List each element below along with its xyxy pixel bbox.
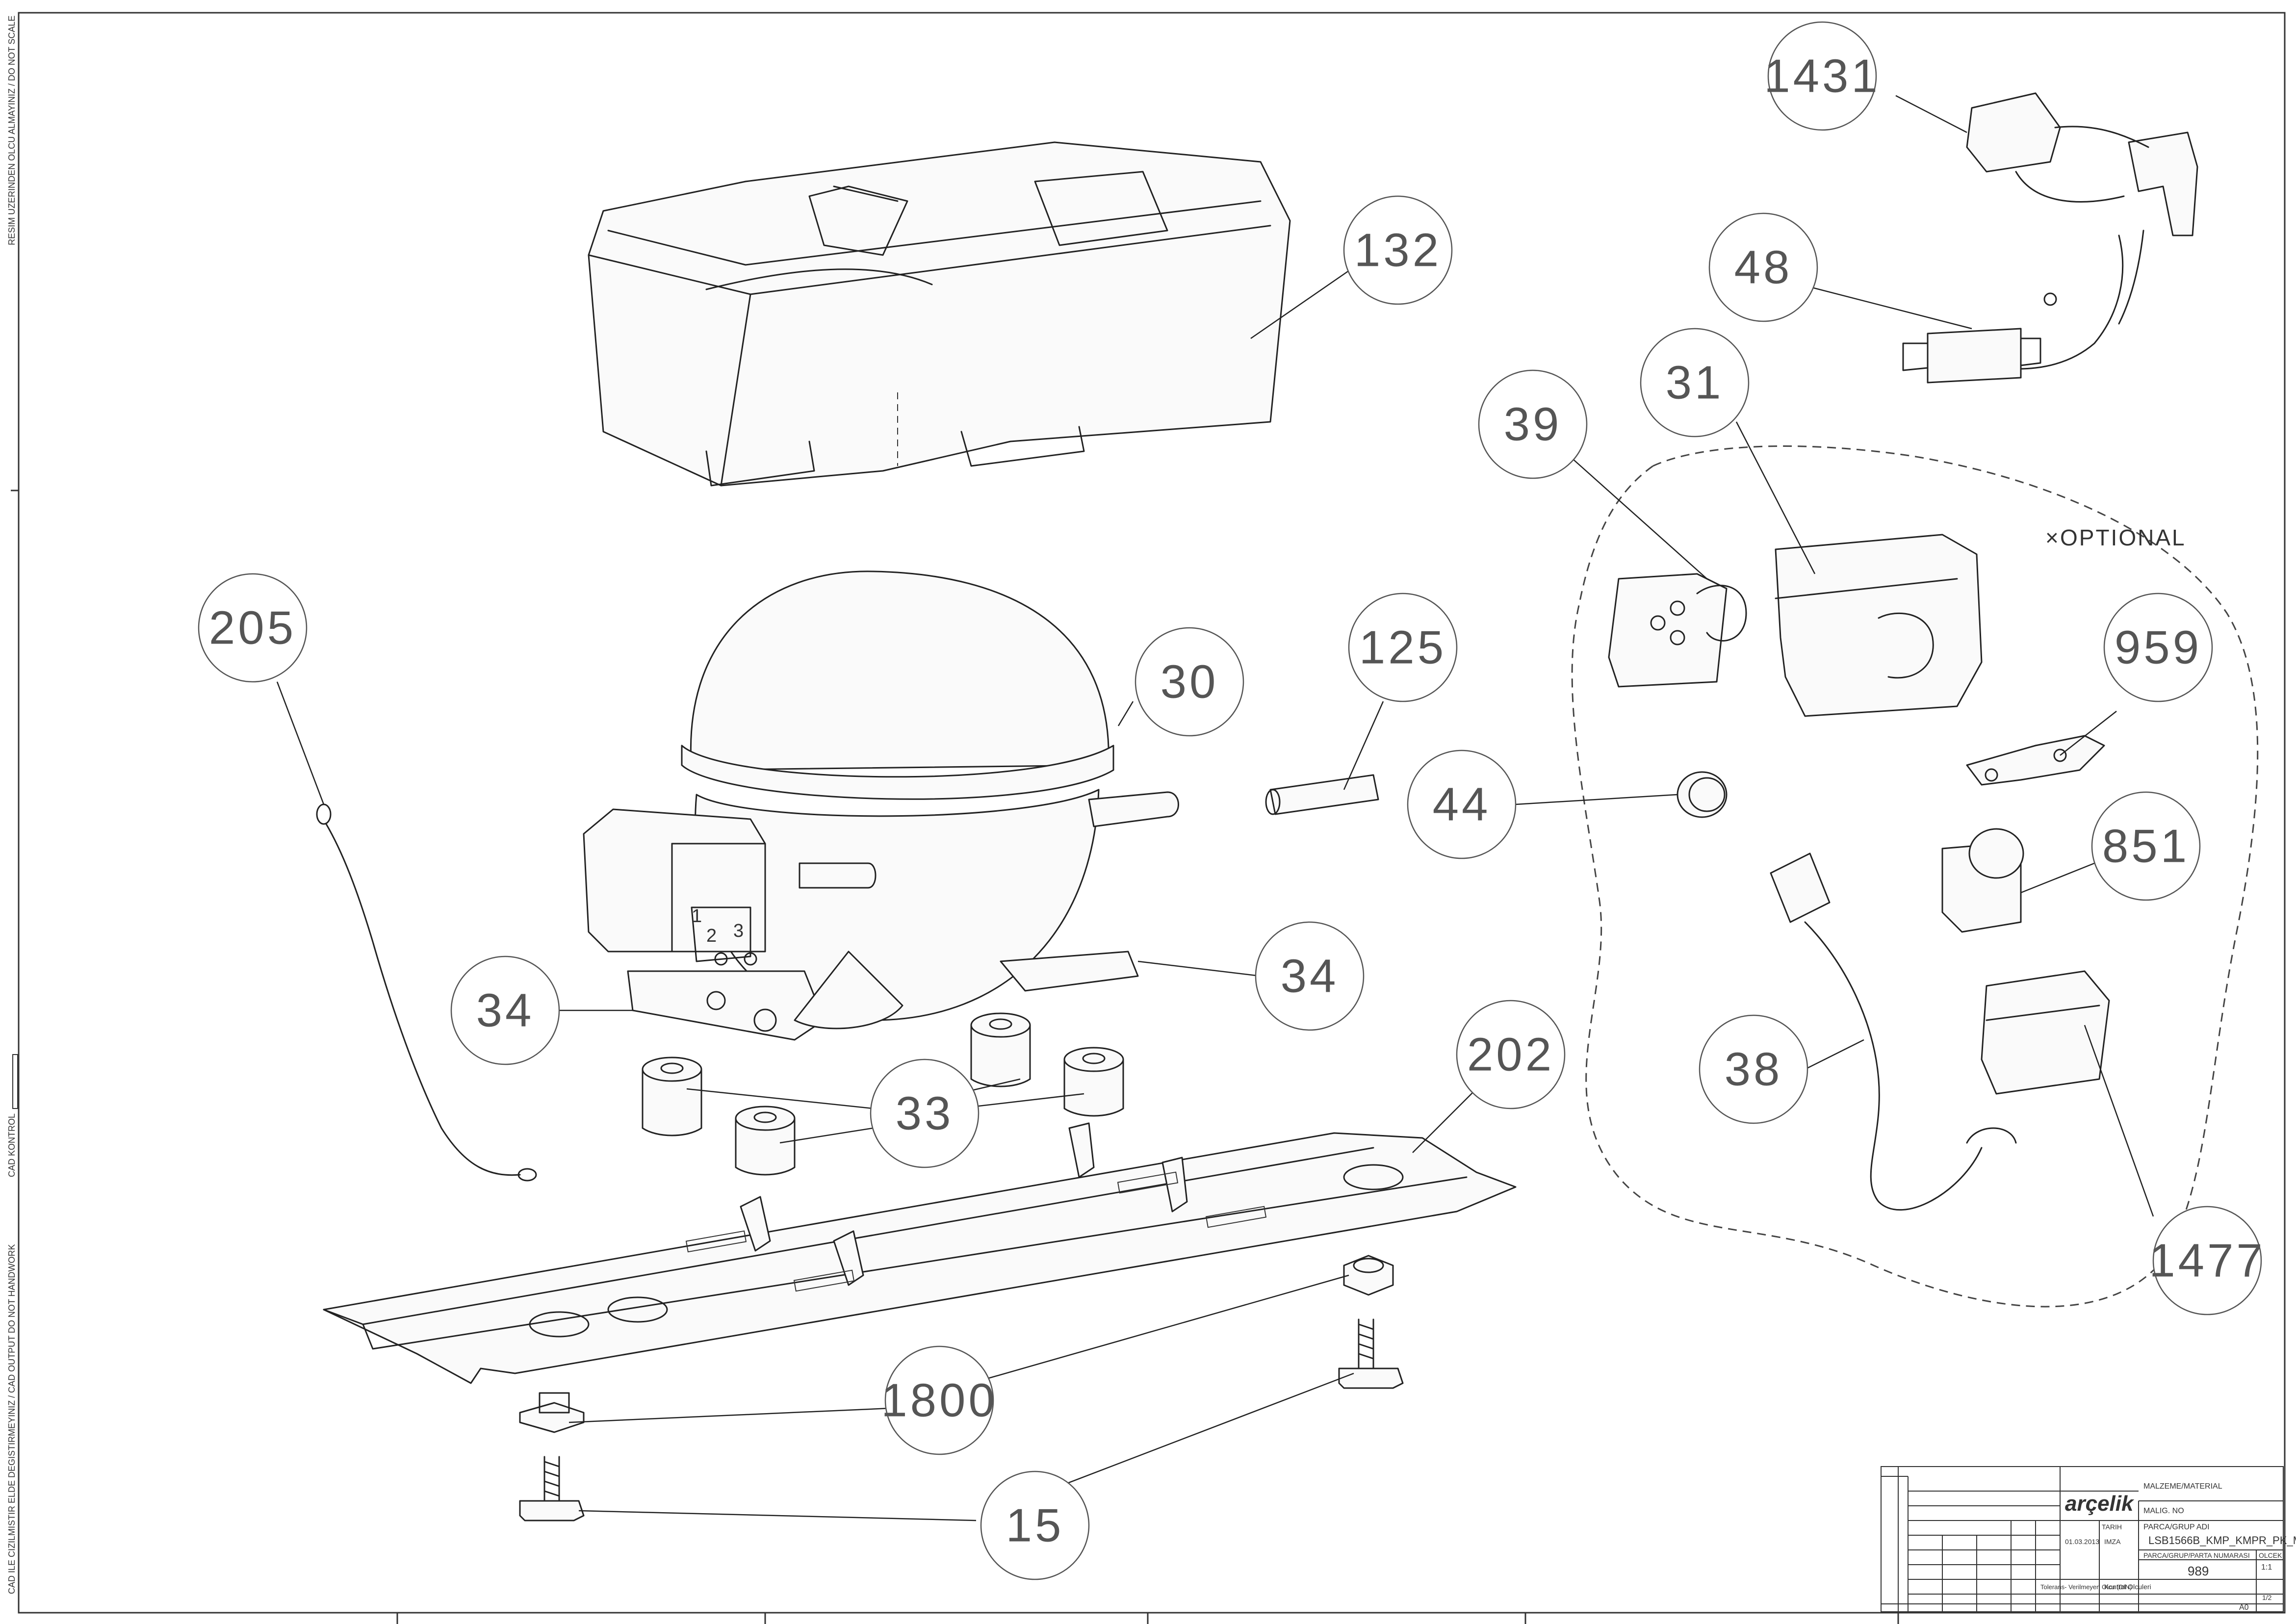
callout-1477: 1477: [2149, 1206, 2266, 1315]
callout-132: 132: [1343, 195, 1453, 305]
side-note-cad-control: CAD KONTROL: [7, 1113, 17, 1177]
terminal-cover-part: [1966, 970, 2110, 1144]
callout-label: 48: [1734, 241, 1793, 294]
callout-label: 44: [1433, 778, 1491, 831]
callout-33: 33: [870, 1058, 980, 1168]
cap-part: [1677, 771, 1728, 818]
sheet-of: 1/2: [2262, 1594, 2272, 1601]
drawing-frame: [18, 12, 2286, 1614]
callout-202: 202: [1456, 1000, 1566, 1109]
control-label: Kontrol Olculeri: [2104, 1583, 2151, 1591]
callout-851: 851: [2091, 791, 2201, 901]
callout-label: 31: [1666, 357, 1724, 409]
callout-959: 959: [2103, 593, 2213, 702]
callout-15: 15: [980, 1470, 1090, 1580]
callout-125: 125: [1348, 593, 1458, 702]
tolerance-label: Tolerans- Verilmeyen Olcu (DIN): [2040, 1583, 2132, 1591]
callout-30: 30: [1135, 627, 1244, 737]
capacitor-part: [1902, 328, 2041, 384]
callout-label: 39: [1504, 398, 1562, 451]
callout-label: 132: [1354, 224, 1442, 277]
terminal-number-1: 1: [692, 906, 702, 927]
optional-region-outline: [1571, 445, 2259, 1308]
starter-relay-part: [1941, 828, 2024, 933]
scale-label: OLCEK: [2259, 1551, 2282, 1559]
brand-logo: arçelik: [2065, 1492, 2135, 1516]
callout-label: 851: [2102, 820, 2190, 873]
callout-205: 205: [198, 573, 308, 683]
part-no-label: MALIG. NO: [2143, 1507, 2184, 1515]
side-note-scale: RESIM UZERINDEN OLCU ALMAYINIZ / DO NOT …: [7, 16, 17, 245]
callout-label: 15: [1006, 1499, 1064, 1552]
overload-protector-part: [1608, 573, 1747, 688]
group-label: PARCA/GRUP ADI: [2143, 1523, 2210, 1531]
terminal-number-3: 3: [733, 921, 744, 941]
date-label: TARIH: [2102, 1523, 2122, 1531]
callout-34-left: 34: [450, 955, 560, 1065]
sign-label: IMZA: [2104, 1538, 2121, 1546]
side-note-cad-output: CAD ILE CIZILMISTIR ELDE DEGISTIRMEYINIZ…: [7, 1244, 17, 1594]
relay-cover-part: [1775, 534, 1983, 717]
callout-1431: 1431: [1764, 21, 1881, 131]
compressor-cover-part: [588, 141, 1291, 487]
scale-value: 1:1: [2261, 1563, 2272, 1572]
callout-44: 44: [1407, 749, 1517, 859]
callout-label: 125: [1359, 621, 1446, 674]
callout-label: 1477: [2149, 1235, 2266, 1287]
relay-harness-part: [1966, 92, 2198, 370]
callout-31: 31: [1640, 328, 1750, 438]
callout-label: 205: [209, 602, 296, 654]
material-label: MALZEME/MATERIAL: [2143, 1482, 2222, 1491]
callout-label: 34: [1281, 950, 1339, 1003]
callout-1800: 1800: [881, 1345, 998, 1455]
optional-label: OPTIONAL: [2060, 525, 2186, 550]
callout-39: 39: [1478, 369, 1588, 479]
base-plate-part: [323, 1122, 1517, 1384]
part-number: 989: [2188, 1564, 2209, 1578]
nuts-part: [519, 1255, 1394, 1433]
compressor-part: 1 2 3: [583, 570, 1179, 1041]
group-name: LSB1566B_KMP_KMPR_PK_MT255: [2148, 1534, 2296, 1547]
optional-asterisk: ×: [2045, 525, 2059, 550]
leader-lines: [276, 95, 2154, 1521]
bolts-part: [519, 1318, 1404, 1521]
format: A0: [2239, 1603, 2249, 1612]
callout-label: 38: [1725, 1043, 1783, 1096]
power-cord-part: [1770, 852, 1983, 1211]
callout-38: 38: [1699, 1014, 1808, 1124]
callout-48: 48: [1708, 212, 1818, 322]
title-block: arçelik MALZEME/MATERIAL MALIG. NO PARCA…: [1881, 1466, 2296, 1612]
callout-label: 202: [1467, 1029, 1554, 1081]
callout-label: 1800: [881, 1374, 998, 1427]
terminal-number-2: 2: [706, 926, 717, 946]
callout-34-right: 34: [1255, 921, 1365, 1031]
callout-label: 33: [896, 1087, 954, 1140]
callout-label: 959: [2115, 621, 2202, 674]
callout-label: 34: [476, 984, 535, 1037]
callout-label: 1431: [1764, 50, 1881, 103]
rubber-grommets-part: [642, 1012, 1124, 1176]
cad-control-box: [12, 1054, 18, 1109]
callout-label: 30: [1161, 656, 1219, 708]
tube-part: [1265, 774, 1379, 815]
part-number-label: PARCA/GRUP/PARTA NUMARASI: [2143, 1551, 2250, 1559]
bracket-part: [1966, 735, 2105, 786]
drawn-date: 01.03.2013: [2065, 1538, 2099, 1546]
